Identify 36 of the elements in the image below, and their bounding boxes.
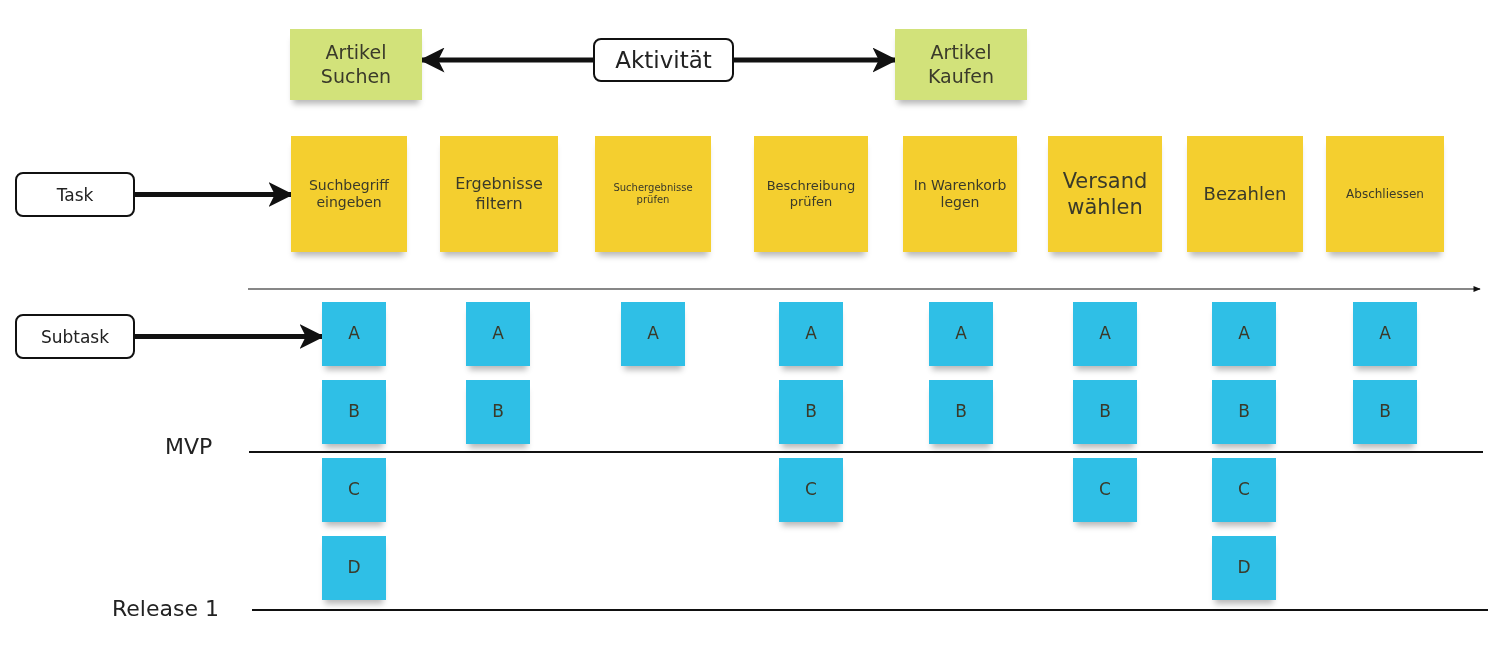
subtask-sticky-note: C [1073,458,1137,522]
subtask-sticky-note: B [929,380,993,444]
subtask-sticky-note: C [322,458,386,522]
subtask-sticky-note: A [1073,302,1137,366]
task-sticky-note: Abschliessen [1326,136,1444,252]
subtask-sticky-note: A [466,302,530,366]
subtask-sticky-note: A [779,302,843,366]
subtask-sticky-note: A [1212,302,1276,366]
subtask-sticky-note: C [779,458,843,522]
subtask-sticky-note: B [466,380,530,444]
subtask-sticky-note: D [322,536,386,600]
subtask-sticky-note: A [621,302,685,366]
task-sticky-note: Suchbegriff eingeben [291,136,407,252]
task-sticky-note: Bezahlen [1187,136,1303,252]
subtask-sticky-note: C [1212,458,1276,522]
subtask-sticky-note: A [1353,302,1417,366]
activity-sticky-note: Artikel Kaufen [895,29,1027,100]
subtask-sticky-note: D [1212,536,1276,600]
task-sticky-note: In Warenkorb legen [903,136,1017,252]
subtask-sticky-note: B [1353,380,1417,444]
task-sticky-note: Versand wählen [1048,136,1162,252]
subtask-sticky-note: B [1073,380,1137,444]
subtask-sticky-note: A [929,302,993,366]
subtask-sticky-note: B [322,380,386,444]
subtask-sticky-note: A [322,302,386,366]
milestone-label: MVP [165,434,213,459]
subtask-sticky-note: B [1212,380,1276,444]
row-label-box: Aktivität [593,38,734,82]
activity-sticky-note: Artikel Suchen [290,29,422,100]
task-sticky-note: Ergebnisse filtern [440,136,558,252]
task-sticky-note: Beschreibung prüfen [754,136,868,252]
subtask-sticky-note: B [779,380,843,444]
row-label-box: Subtask [15,314,135,359]
task-sticky-note: Suchergebnisse prüfen [595,136,711,252]
milestone-label: Release 1 [112,596,219,621]
row-label-box: Task [15,172,135,217]
